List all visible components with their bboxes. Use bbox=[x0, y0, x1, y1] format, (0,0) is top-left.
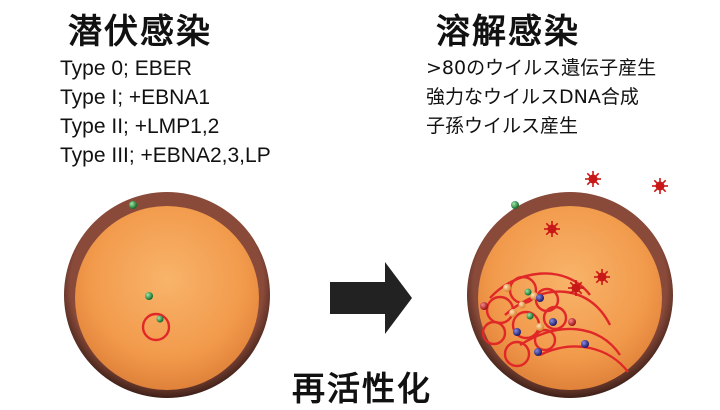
lytic-protein bbox=[518, 301, 526, 309]
lytic-protein bbox=[534, 348, 542, 356]
lytic-cell bbox=[467, 192, 673, 398]
progeny-virion bbox=[567, 279, 585, 297]
lytic-protein bbox=[536, 294, 544, 302]
lytic-protein bbox=[568, 318, 576, 326]
membrane-protein bbox=[511, 201, 519, 209]
lytic-protein bbox=[503, 284, 511, 292]
lytic-infection-heading: 溶解感染 bbox=[436, 12, 580, 52]
lytic-protein bbox=[513, 328, 521, 336]
lytic-feature-dna-synthesis: 強力なウイルスDNA合成 bbox=[426, 86, 639, 108]
lytic-protein bbox=[526, 312, 534, 320]
latency-type-3: Type III; +EBNA2,3,LP bbox=[60, 144, 271, 167]
released-virion bbox=[584, 170, 602, 188]
cell-cytoplasm bbox=[75, 206, 259, 390]
transition-arrow bbox=[330, 262, 412, 334]
reactivation-label: 再活性化 bbox=[292, 369, 432, 408]
episome-bound-protein bbox=[156, 315, 164, 323]
lytic-protein bbox=[509, 309, 517, 317]
lytic-feature-list: >80のウイルス遺伝子産生 強力なウイルスDNA合成 子孫ウイルス産生 bbox=[426, 54, 656, 141]
progeny-virion bbox=[593, 268, 611, 286]
nuclear-protein bbox=[145, 292, 153, 300]
lytic-protein bbox=[524, 288, 532, 296]
membrane-protein bbox=[129, 201, 137, 209]
latency-type-1: Type I; +EBNA1 bbox=[60, 86, 210, 109]
lytic-protein bbox=[549, 318, 557, 326]
released-virion bbox=[651, 177, 669, 195]
viral-dna-replication bbox=[481, 272, 629, 373]
lytic-protein bbox=[581, 340, 589, 348]
lytic-protein bbox=[536, 323, 544, 331]
latency-type-2: Type II; +LMP1,2 bbox=[60, 115, 220, 138]
latent-infection-heading: 潜伏感染 bbox=[68, 12, 212, 52]
latency-type-list: Type 0; EBER Type I; +EBNA1 Type II; +LM… bbox=[60, 54, 271, 170]
lytic-protein bbox=[480, 302, 488, 310]
latency-type-0: Type 0; EBER bbox=[60, 57, 192, 80]
progeny-virion bbox=[543, 220, 561, 238]
lytic-feature-progeny: 子孫ウイルス産生 bbox=[426, 115, 579, 137]
viral-episome bbox=[141, 312, 171, 342]
latent-cell bbox=[64, 192, 270, 398]
lytic-feature-genes: >80のウイルス遺伝子産生 bbox=[426, 57, 657, 79]
